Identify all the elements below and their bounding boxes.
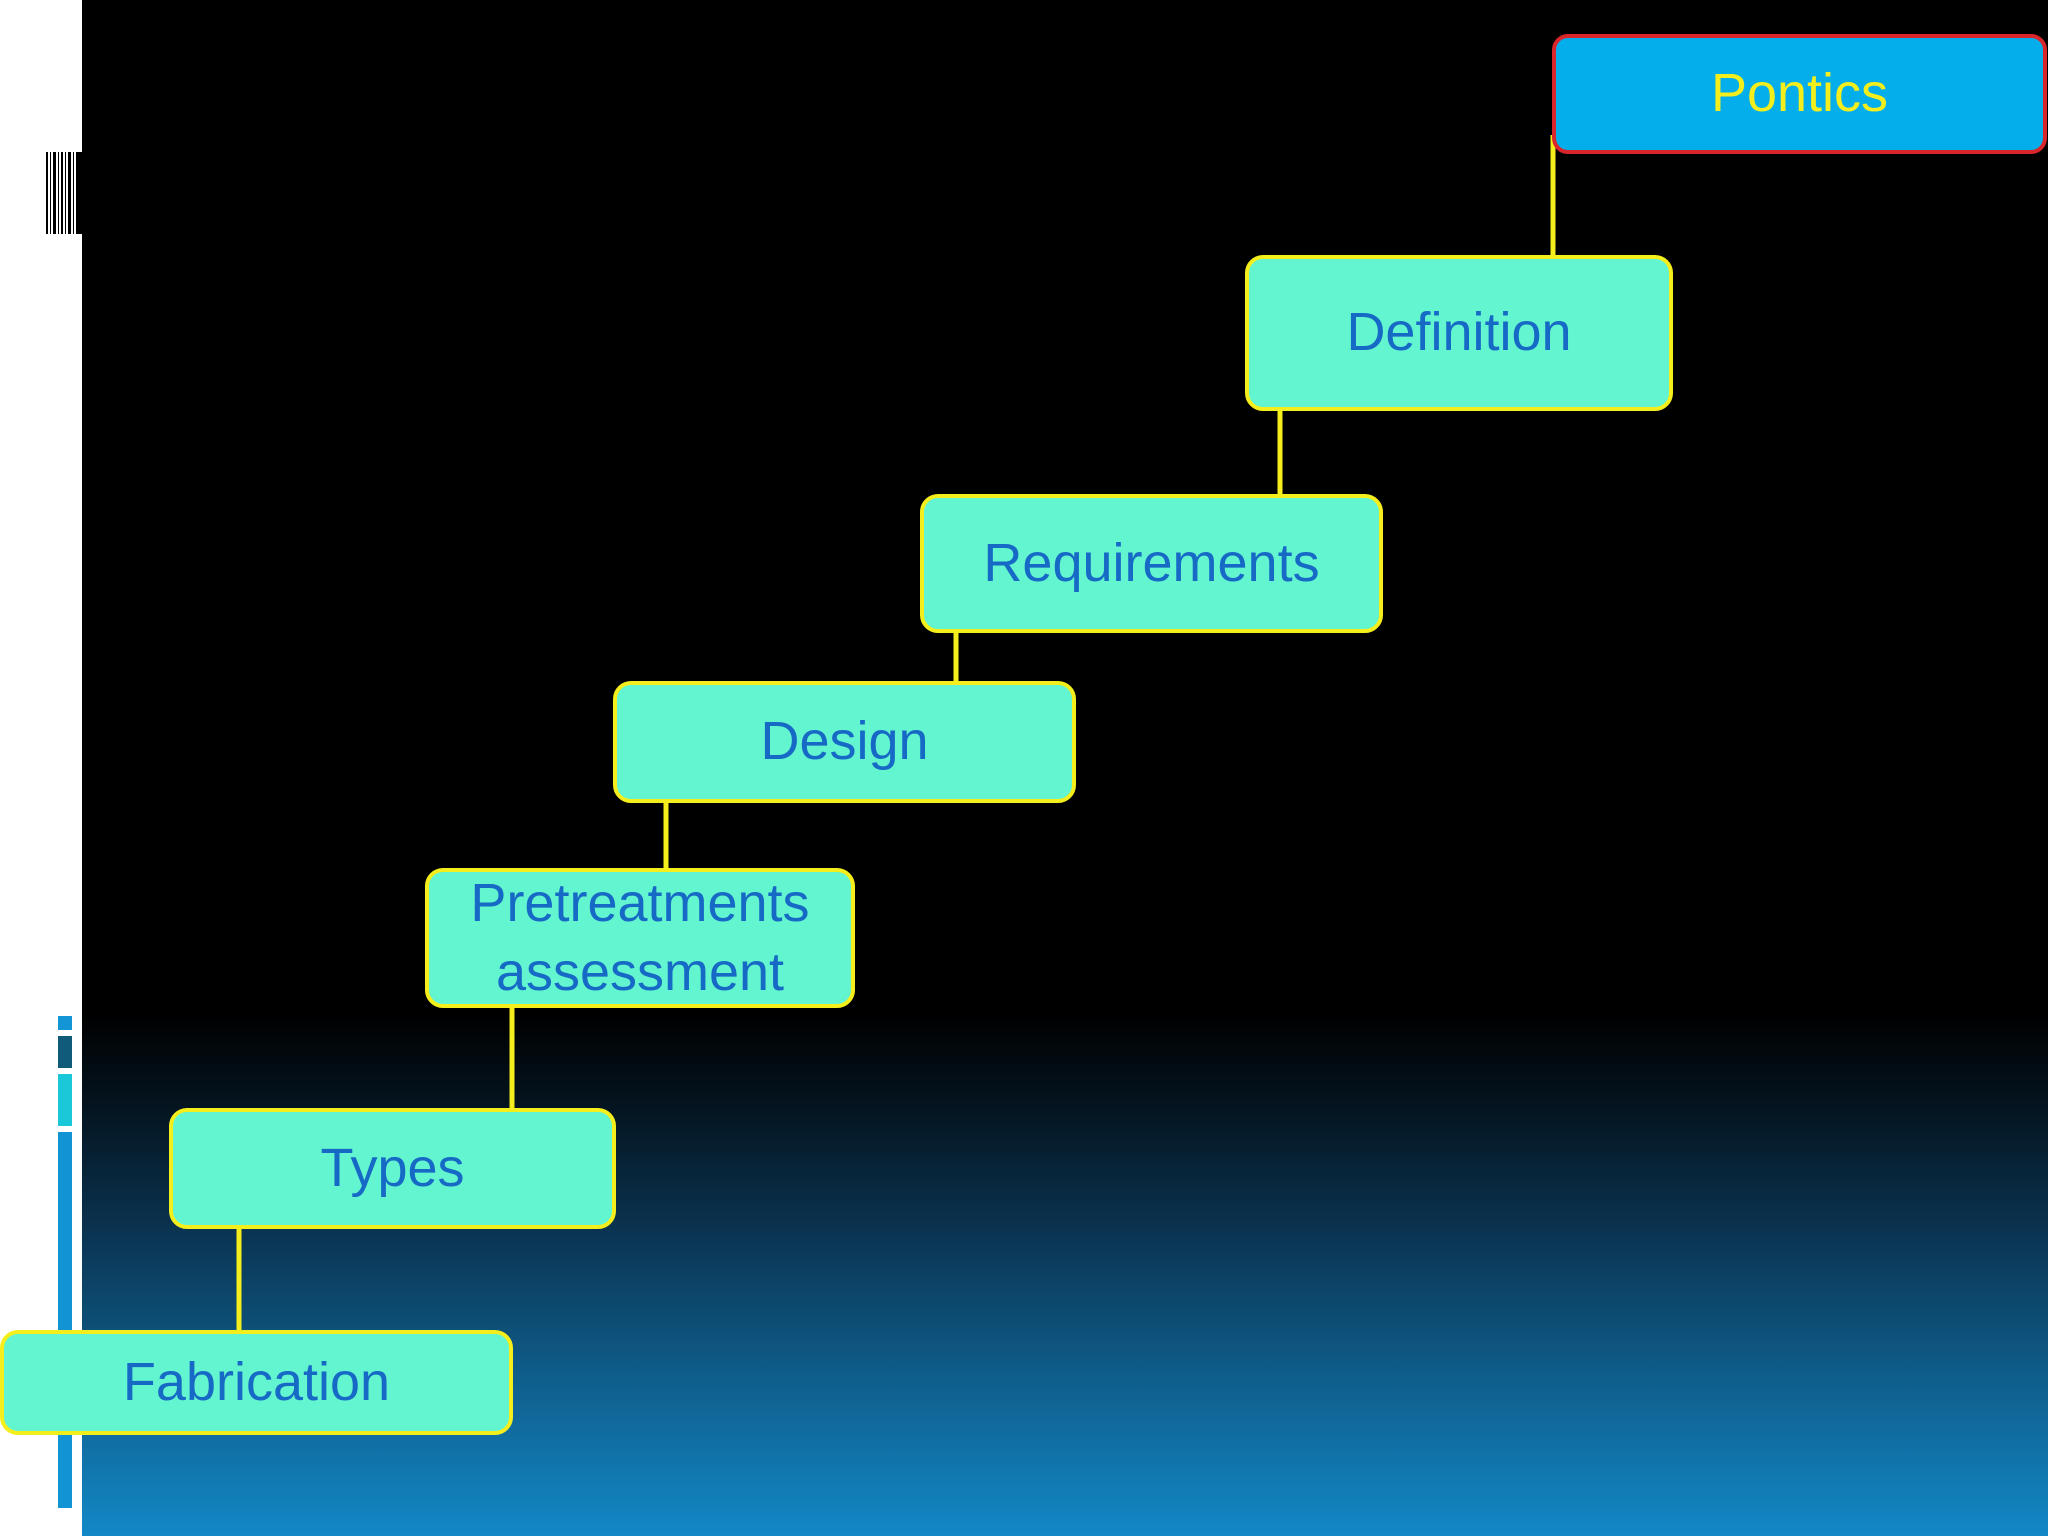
node-fabrication-label: Fabrication: [122, 1351, 391, 1412]
node-requirements-label: Requirements: [983, 532, 1320, 593]
barcode-decoration: [46, 152, 82, 234]
node-pretreatments-assessment: Pretreatments assessment: [425, 868, 855, 1008]
node-definition: Definition: [1245, 255, 1673, 411]
node-types: Types: [169, 1108, 616, 1229]
node-design-label: Design: [760, 711, 929, 772]
node-pontics-label: Pontics: [1710, 63, 1889, 124]
accent-block-cyan: [58, 1074, 72, 1126]
accent-block-dark: [58, 1036, 72, 1068]
node-pretreatments-label: Pretreatments assessment: [470, 872, 810, 1002]
node-types-label: Types: [320, 1137, 465, 1198]
node-fabrication: Fabrication: [0, 1330, 513, 1435]
node-requirements: Requirements: [920, 494, 1383, 633]
node-design: Design: [613, 681, 1076, 803]
accent-block-top: [58, 1016, 72, 1030]
node-pontics: Pontics: [1552, 34, 2047, 154]
node-definition-label: Definition: [1346, 302, 1572, 363]
connector-group: [236, 135, 1556, 1332]
